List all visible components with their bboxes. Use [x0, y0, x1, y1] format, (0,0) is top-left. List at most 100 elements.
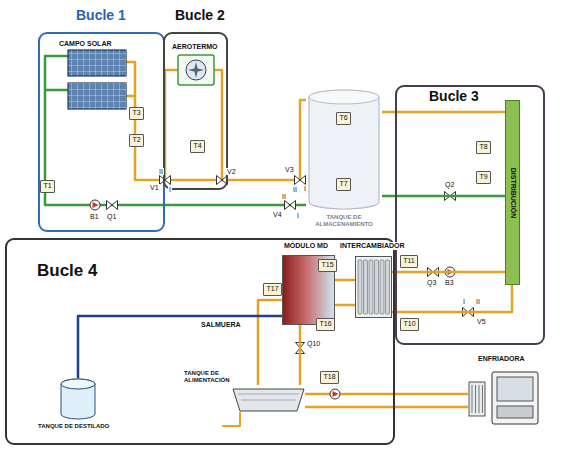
pipe-connector	[299, 325, 302, 385]
valve-symbol	[160, 176, 171, 185]
part-label: AEROTERMO	[171, 43, 219, 50]
part-label: II	[281, 193, 287, 200]
sensor-id: T8	[477, 142, 490, 152]
part-label: I	[296, 212, 300, 219]
component-label: MÓDULO MD	[284, 242, 328, 250]
sensor-tag: T2	[129, 134, 144, 147]
sensor-tag: T16	[316, 318, 335, 331]
pipe-connector	[258, 300, 282, 385]
tank-node: TANQUE DE ALMACENAMIENTO T6T7	[306, 88, 382, 234]
pipe-connector	[382, 195, 505, 198]
pipe-connector	[78, 316, 282, 378]
pipe-connector	[382, 111, 505, 114]
sensor-tag: T1	[40, 180, 55, 193]
component-label: DISTRIBUCIÓN	[508, 167, 516, 218]
drain-pipe	[222, 412, 240, 426]
pipe-connector	[392, 271, 505, 274]
pipe-connector	[335, 279, 355, 282]
hot-pipe	[126, 95, 135, 98]
part-label: Q3	[426, 279, 437, 286]
tray-shape	[232, 385, 305, 412]
sensor-id: T15	[319, 260, 336, 270]
part-label: V4	[272, 211, 283, 218]
component-label: TANQUE DE ALMACENAMIENTO	[306, 214, 382, 227]
sensor-tag: T17	[263, 283, 282, 296]
hot-pipe	[126, 62, 306, 180]
valve-symbol	[107, 201, 118, 210]
valve-symbol	[217, 176, 228, 185]
part-label: SALMUERA	[200, 321, 242, 328]
component-label: ENFRIADORA	[478, 355, 525, 363]
valve-symbol	[285, 201, 296, 210]
part-label: V3	[284, 166, 295, 173]
part-label: I	[462, 298, 466, 305]
part-label: Q1	[106, 213, 117, 220]
loop-heading: Bucle 3	[429, 89, 479, 104]
part-label: B3	[444, 279, 455, 286]
loop-heading: Bucle 4	[37, 262, 97, 281]
part-label: I	[303, 185, 307, 192]
loop-region: Bucle 2T4	[163, 32, 228, 190]
sensor-id: T18	[321, 372, 338, 382]
part-label: Q10	[306, 340, 321, 347]
part-label: I	[168, 186, 172, 193]
sensor-id: T17	[264, 284, 281, 294]
pipe-connector	[305, 406, 468, 409]
loop-region: Bucle 3 DISTRIBUCIÓN T8T9T11T10	[395, 85, 545, 345]
part-label: V5	[476, 318, 487, 325]
sensor-id: T10	[401, 319, 418, 329]
sensor-tag: T18	[320, 371, 339, 384]
solar-collectors	[68, 50, 126, 109]
fan-coil	[178, 55, 214, 85]
sensor-id: T1	[41, 181, 54, 191]
bar-node: DISTRIBUCIÓN	[505, 100, 520, 285]
pipe-connector	[392, 285, 512, 312]
part-label: V1	[149, 184, 160, 191]
cyl-shape	[60, 378, 96, 420]
sensor-tag: T15	[318, 259, 337, 272]
loop-region: Bucle 4MÓDULO MDT15T16T17T18TANQUE DE AL…	[5, 238, 395, 445]
part-label: CAMPO SOLAR	[58, 40, 113, 47]
component-label: TANQUE DE ALIMENTACIÓN	[184, 370, 242, 383]
part-label: II	[158, 168, 164, 175]
sensor-id: T9	[477, 172, 490, 182]
loop-heading: Bucle 2	[175, 8, 225, 23]
sensor-tag: T3	[129, 107, 144, 120]
sensor-id: T16	[317, 319, 334, 329]
sensor-id: T11	[401, 256, 417, 266]
sensor-tag: T9	[476, 171, 491, 184]
valve-symbol	[295, 176, 306, 185]
pump-symbol	[90, 200, 100, 210]
pipe-connector	[305, 393, 468, 396]
tray-node: TANQUE DE ALIMENTACIÓN	[232, 385, 305, 412]
sensor-tag: T11	[400, 255, 418, 268]
pump-symbol	[330, 389, 340, 399]
cold-pipe	[45, 56, 306, 205]
part-label: Q2	[444, 181, 455, 188]
loop-heading: Bucle 1	[76, 8, 126, 23]
sensor-tag: T7	[336, 178, 351, 191]
sensor-id: T4	[191, 141, 204, 151]
component-label: TANQUE DE DESTILADO	[38, 423, 109, 430]
sensor-tag: T10	[400, 318, 419, 331]
tank-shape	[306, 88, 382, 212]
part-label: V2	[226, 168, 237, 175]
part-label: B1	[89, 213, 100, 220]
part-label: II	[475, 298, 481, 305]
sensor-id: T3	[130, 108, 143, 118]
hx-node: INTERCAMBIADOR	[355, 256, 392, 318]
loop-region: Bucle 1T1T2T3	[38, 32, 165, 232]
cyl-node: TANQUE DE DESTILADO	[60, 378, 96, 420]
chiller-node: ENFRIADORA	[468, 368, 540, 426]
part-label: II	[292, 186, 298, 193]
sensor-tag: T8	[476, 141, 491, 154]
sensor-id: T7	[337, 179, 350, 189]
pipe-connector	[335, 304, 355, 307]
hx-shape	[355, 256, 392, 318]
sensor-tag: T4	[190, 140, 205, 153]
sensor-id: T2	[130, 135, 143, 145]
hot-pipe	[165, 70, 222, 180]
sensor-id: T6	[337, 113, 350, 123]
chiller-shape	[468, 368, 540, 426]
sensor-tag: T6	[336, 112, 351, 125]
